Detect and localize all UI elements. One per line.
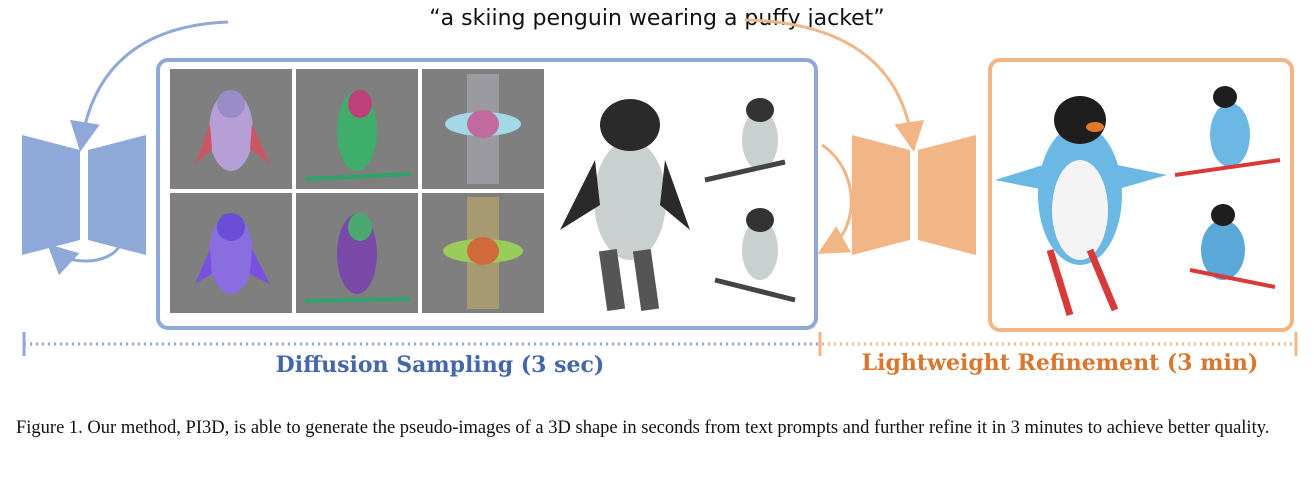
diffusion-stage-label: Diffusion Sampling (3 sec) [275, 352, 605, 378]
prompt-to-refine-arrow [744, 18, 925, 152]
pseudo-image-tile [422, 69, 544, 189]
refined-penguin-side [1174, 86, 1281, 177]
penguin-render-back [714, 208, 796, 303]
refinement-stage-label: Lightweight Refinement (3 min) [861, 350, 1259, 376]
penguin-render-main [560, 99, 690, 311]
figure-caption: Figure 1. Our method, PI3D, is able to g… [16, 418, 1270, 438]
diffusion-3d-renders [560, 98, 796, 311]
diffusion-loop-arrow [47, 243, 122, 276]
refined-penguin-back [1189, 204, 1276, 289]
pseudo-image-tile [170, 193, 292, 313]
pseudo-image-tile [296, 193, 418, 313]
refined-penguin-main [995, 96, 1167, 317]
refinement-output-panel [988, 58, 1294, 332]
penguin-render-side [704, 98, 786, 183]
pseudo-image-tile [296, 69, 418, 189]
refined-3d-renders [995, 86, 1281, 317]
prompt-to-diffusion-arrow [70, 20, 229, 152]
pseudo-image-grid [170, 69, 544, 313]
refine-feedback-arrow [817, 143, 853, 254]
blue-hourglass-network-icon [22, 135, 146, 255]
pseudo-image-tile [170, 69, 292, 189]
diffusion-output-panel [156, 58, 818, 330]
orange-hourglass-network-icon [852, 135, 976, 255]
pseudo-image-tile [422, 193, 544, 313]
